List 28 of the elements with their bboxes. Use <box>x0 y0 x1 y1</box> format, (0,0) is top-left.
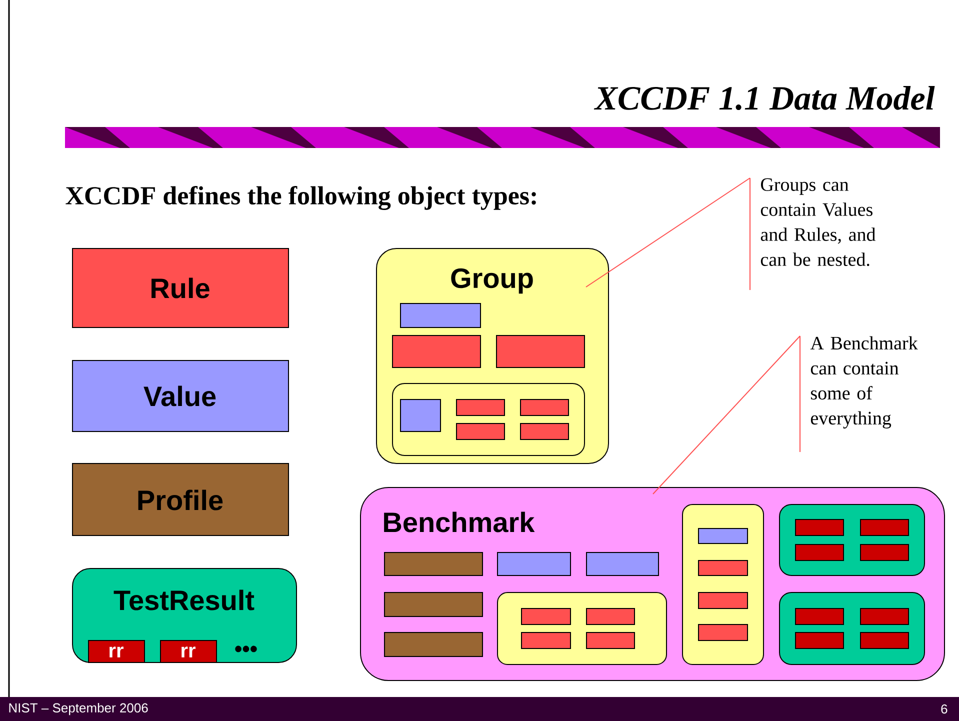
leader-line <box>652 336 800 494</box>
rule-result-box <box>860 632 909 649</box>
rule-result-box: rr <box>160 640 217 663</box>
profile-box <box>384 632 483 657</box>
rule-result-box <box>860 519 909 536</box>
value-box <box>497 552 571 576</box>
rule-result-box <box>795 608 844 625</box>
profile-box: Profile <box>72 463 289 536</box>
rule-result-box: rr <box>88 640 145 663</box>
profile-box <box>384 552 483 576</box>
slide-title: XCCDF 1.1 Data Model <box>594 86 935 110</box>
rule-result-box <box>795 544 844 561</box>
page-number: 6 <box>941 704 948 714</box>
rule-result-box <box>860 544 909 561</box>
rule-result-box <box>860 608 909 625</box>
value-box <box>400 303 481 328</box>
rule-result-box <box>795 632 844 649</box>
callout-text: A Benchmark can contain some of everything <box>800 336 918 452</box>
subtitle: XCCDF defines the following object types: <box>66 186 536 210</box>
value-box <box>400 399 441 432</box>
rule-result-box <box>795 519 844 536</box>
leader-line <box>586 178 750 288</box>
profile-box <box>384 592 483 617</box>
callout-text: Groups can contain Values and Rules, and can be nested. <box>750 178 876 290</box>
footer-text: NIST – September 2006 <box>9 702 148 716</box>
value-box: Value <box>72 360 289 432</box>
value-box <box>698 528 748 544</box>
value-box <box>586 552 659 576</box>
